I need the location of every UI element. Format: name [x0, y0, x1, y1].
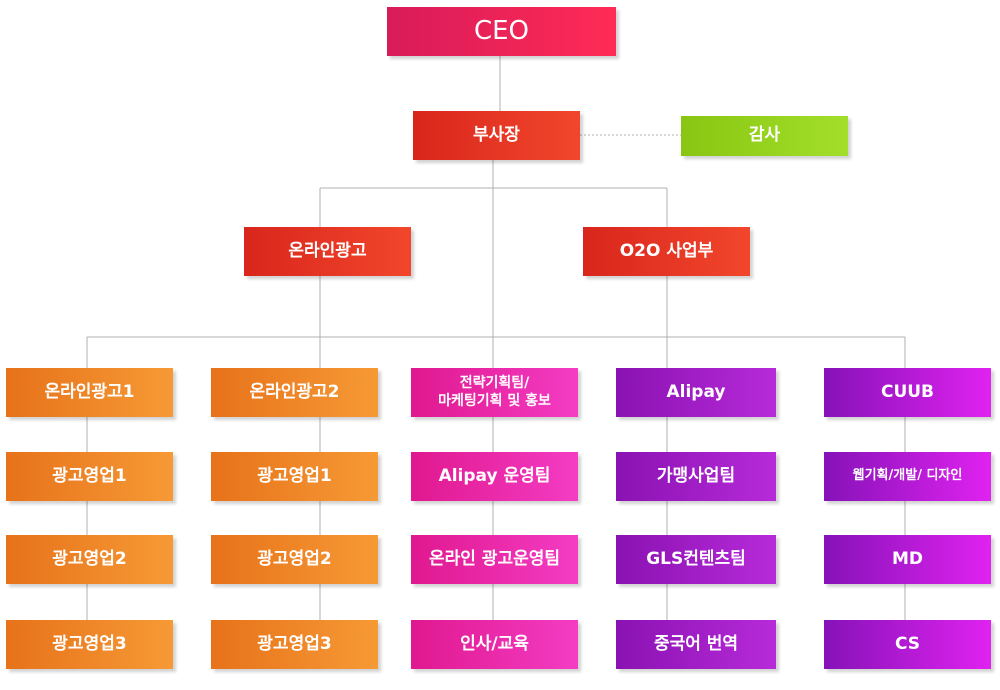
- col3-team-box: 인사/교육: [411, 620, 578, 669]
- col1-team-label: 광고영업2: [52, 548, 127, 569]
- col2-team-box: 광고영업2: [211, 535, 378, 584]
- online-ad-division-label: 온라인광고: [288, 240, 367, 261]
- col3-team-label: 인사/교육: [460, 633, 529, 654]
- col3-team-label: Alipay 운영팀: [438, 465, 551, 486]
- audit-box: 감사: [681, 116, 848, 156]
- col4-team-box: 가맹사업팀: [616, 452, 776, 501]
- col1-team-box: 광고영업2: [6, 535, 173, 584]
- online-ad-1-label: 온라인광고1: [44, 381, 135, 402]
- online-ad-2-label: 온라인광고2: [249, 381, 340, 402]
- col2-team-label: 광고영업1: [257, 465, 332, 486]
- alipay-box: Alipay: [616, 368, 776, 417]
- online-ad-1-box: 온라인광고1: [6, 368, 173, 417]
- col4-team-label: 중국어 번역: [653, 633, 739, 654]
- vice-president-box: 부사장: [413, 111, 580, 160]
- ceo-box: CEO: [387, 7, 616, 56]
- vice-president-label: 부사장: [473, 124, 520, 145]
- ceo-label: CEO: [473, 16, 530, 47]
- col5-team-label: 웹기획/개발/ 디자인: [852, 468, 963, 484]
- online-ad-division-box: 온라인광고: [244, 227, 411, 276]
- col4-team-box: GLS컨텐츠팀: [616, 535, 776, 584]
- col2-team-box: 광고영업1: [211, 452, 378, 501]
- col2-team-label: 광고영업2: [257, 548, 332, 569]
- strategy-planning-label-line1: 전략기획팀/: [459, 375, 530, 391]
- col5-team-box: MD: [824, 535, 991, 584]
- col2-team-label: 광고영업3: [257, 633, 332, 654]
- strategy-planning-label-line2: 마케팅기획 및 홍보: [438, 392, 551, 409]
- col3-team-box: Alipay 운영팀: [411, 452, 578, 501]
- alipay-label: Alipay: [666, 381, 726, 402]
- col5-team-label: MD: [891, 548, 924, 569]
- col4-team-label: GLS컨텐츠팀: [646, 548, 746, 569]
- col5-team-box: 웹기획/개발/ 디자인: [824, 452, 991, 501]
- col1-team-box: 광고영업3: [6, 620, 173, 669]
- o2o-division-box: O2O 사업부: [583, 227, 750, 276]
- cuub-box: CUUB: [824, 368, 991, 417]
- col1-team-box: 광고영업1: [6, 452, 173, 501]
- col3-team-label: 온라인 광고운영팀: [428, 548, 561, 569]
- o2o-division-label: O2O 사업부: [619, 240, 714, 261]
- strategy-planning-box: 전략기획팀/ 마케팅기획 및 홍보: [411, 368, 578, 417]
- col4-team-box: 중국어 번역: [616, 620, 776, 669]
- col1-team-label: 광고영업1: [52, 465, 127, 486]
- col2-team-box: 광고영업3: [211, 620, 378, 669]
- audit-label: 감사: [748, 125, 781, 146]
- col5-team-box: CS: [824, 620, 991, 669]
- online-ad-2-box: 온라인광고2: [211, 368, 378, 417]
- col5-team-label: CS: [894, 633, 921, 654]
- col1-team-label: 광고영업3: [52, 633, 127, 654]
- col4-team-label: 가맹사업팀: [656, 465, 736, 486]
- cuub-label: CUUB: [880, 381, 935, 402]
- col3-team-box: 온라인 광고운영팀: [411, 535, 578, 584]
